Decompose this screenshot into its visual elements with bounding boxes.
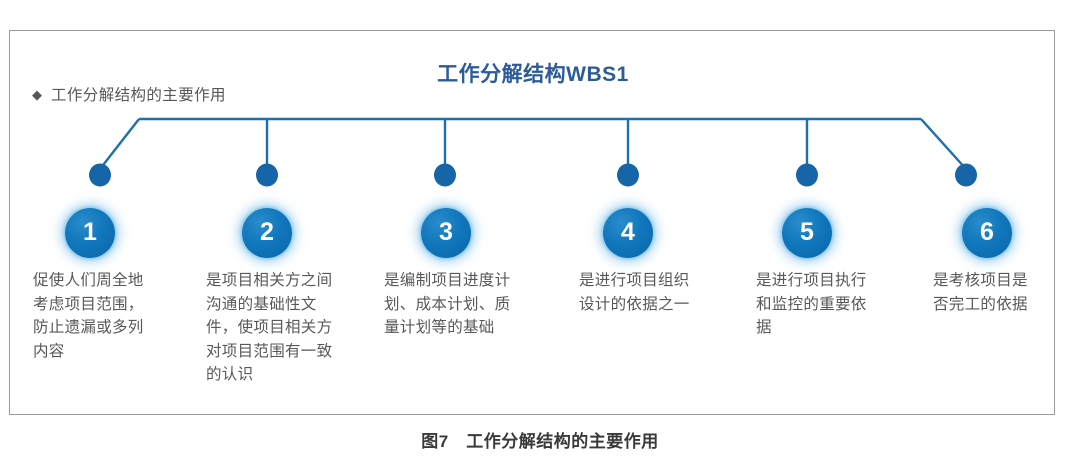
bullet-label: 工作分解结构的主要作用 xyxy=(51,87,226,104)
node-circle-3[interactable]: 3 xyxy=(421,208,471,258)
node-text-3: 是编制项目进度计划、成本计划、质量计划等的基础 xyxy=(384,272,511,337)
connector-dots xyxy=(89,163,977,187)
node-circle-6[interactable]: 6 xyxy=(962,208,1012,258)
node-circle-1[interactable]: 1 xyxy=(65,208,115,258)
bullet-row: ◆ 工作分解结构的主要作用 xyxy=(32,83,226,105)
node-number-6: 6 xyxy=(980,217,994,246)
connector-dot-4 xyxy=(617,163,639,187)
node-number-2: 2 xyxy=(260,217,274,246)
node-circle-4[interactable]: 4 xyxy=(603,208,653,258)
node-circle-2[interactable]: 2 xyxy=(242,208,292,258)
node-number-4: 4 xyxy=(621,217,635,246)
connector-dot-6 xyxy=(955,163,977,187)
node-text-2: 是项目相关方之间沟通的基础性文件，使项目相关方对项目范围有一致的认识 xyxy=(206,272,333,384)
node-text-1: 促使人们周全地考虑项目范围，防止遗漏或多列内容 xyxy=(33,272,144,360)
node-circle-5[interactable]: 5 xyxy=(782,208,832,258)
connector-dot-3 xyxy=(434,163,456,187)
figure-title: 工作分解结构WBS1 xyxy=(437,63,629,86)
figure-caption: 图7 工作分解结构的主要作用 xyxy=(421,432,659,451)
connector-dot-2 xyxy=(256,163,278,187)
connector-dot-1 xyxy=(89,163,111,187)
node-number-3: 3 xyxy=(439,217,453,246)
diamond-bullet-icon: ◆ xyxy=(32,86,42,102)
node-text-5: 是进行项目执行和监控的重要依据 xyxy=(756,272,867,337)
node-number-5: 5 xyxy=(800,217,814,246)
node-text-6: 是考核项目是否完工的依据 xyxy=(933,272,1028,313)
figure-frame: 工作分解结构WBS1 ◆ 工作分解结构的主要作用 xyxy=(9,30,1055,415)
node-text-4: 是进行项目组织设计的依据之一 xyxy=(579,272,690,313)
connector-dot-5 xyxy=(796,163,818,187)
connector-branch-1 xyxy=(99,118,140,170)
connector-branch-6 xyxy=(920,118,967,170)
node-number-1: 1 xyxy=(83,217,97,246)
